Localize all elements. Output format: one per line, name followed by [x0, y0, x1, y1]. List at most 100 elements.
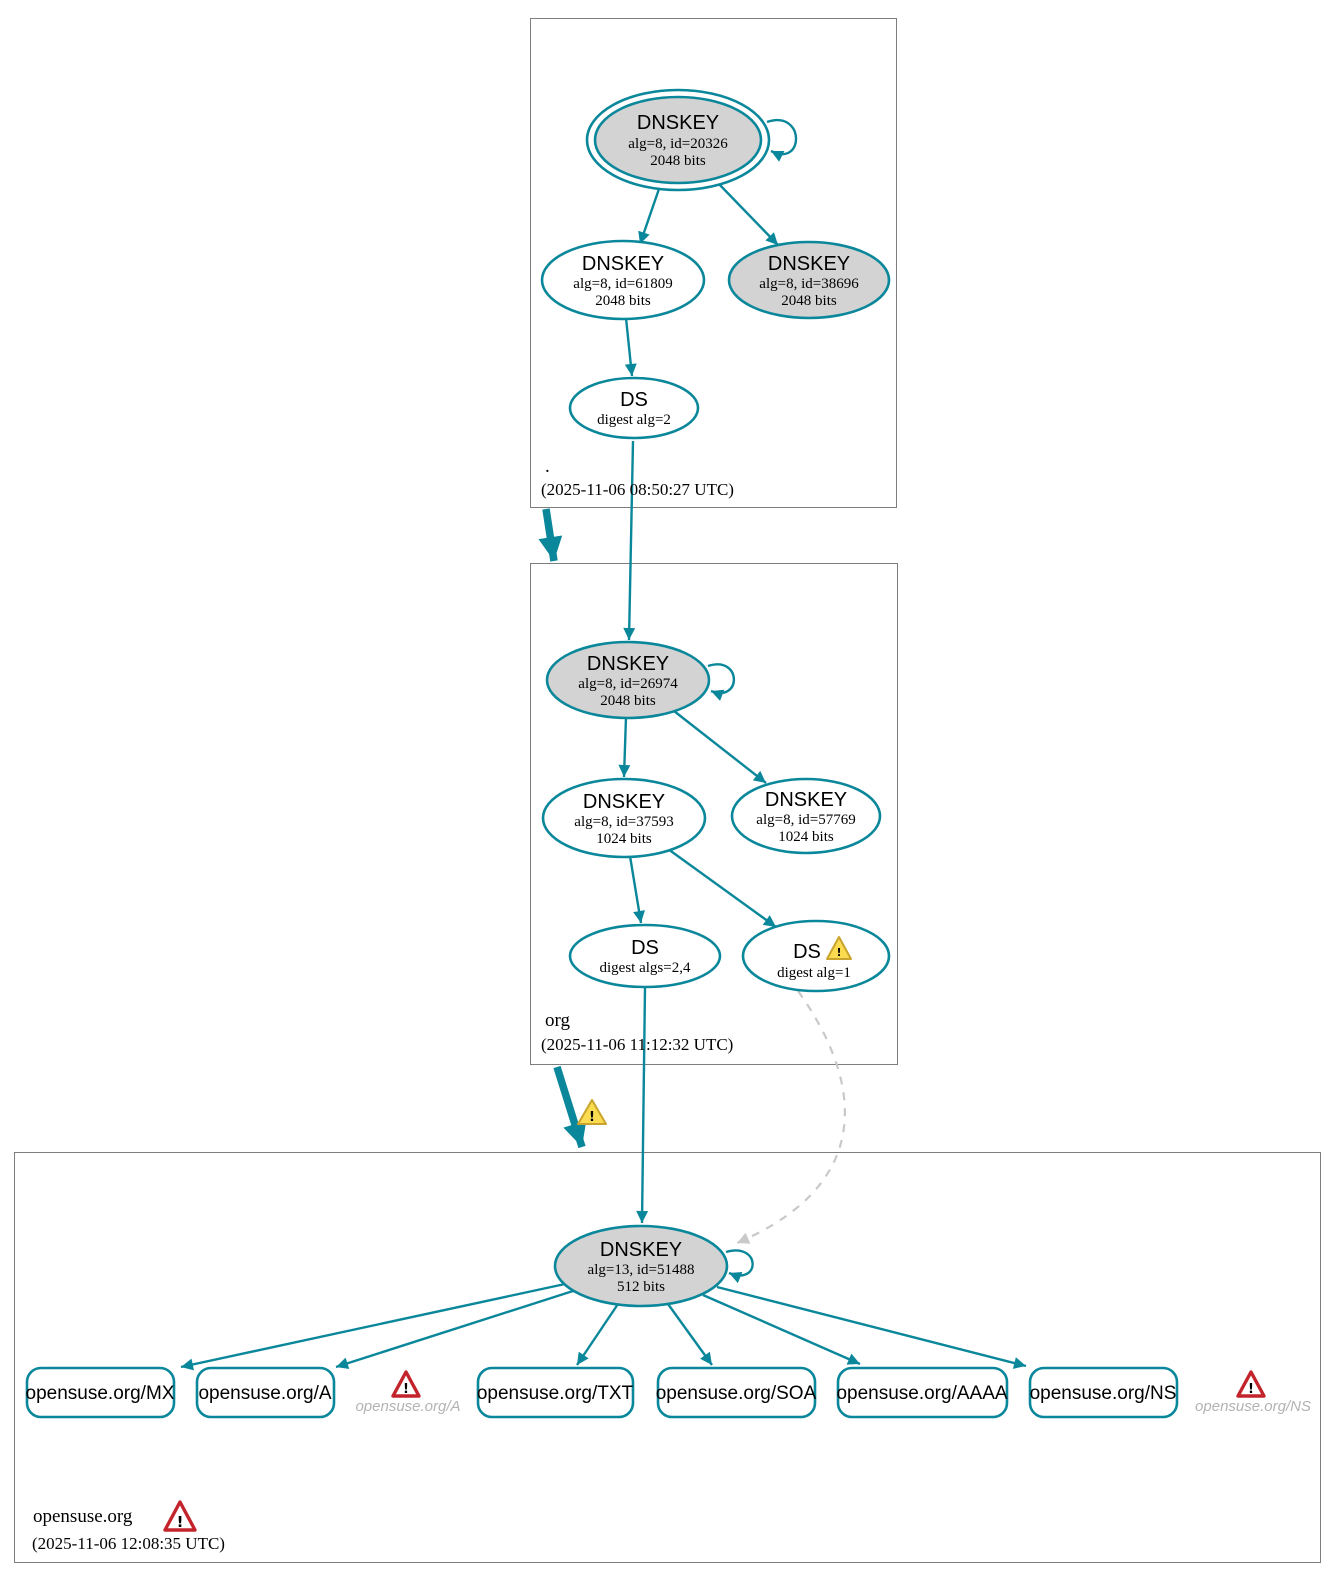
missing-rrset-opensuse-org-a: ! opensuse.org/A: [355, 1370, 461, 1415]
node-dnskey-37593[interactable]: DNSKEY alg=8, id=37593 1024 bits: [541, 777, 707, 859]
rrset-label: opensuse.org/TXT: [477, 1383, 634, 1404]
zone-box-opensuse-org: [14, 1152, 1321, 1563]
rrset-label: opensuse.org/MX: [26, 1383, 175, 1404]
edge-dnskey-51488-to-ns: [716, 1285, 1027, 1369]
rrset-opensuse-org-ns[interactable]: opensuse.org/NS: [1028, 1366, 1179, 1419]
node-title: DS: [631, 937, 659, 959]
node-dnskey-57769[interactable]: DNSKEY alg=8, id=57769 1024 bits: [730, 777, 882, 855]
node-detail: alg=8, id=26974: [578, 676, 678, 692]
node-title: DNSKEY: [587, 653, 669, 675]
node-detail: digest algs=2,4: [600, 960, 691, 976]
rrset-opensuse-org-mx[interactable]: opensuse.org/MX: [25, 1366, 176, 1419]
edge-zone-org-to-opensuse: [553, 1065, 587, 1149]
node-ellipse: [741, 919, 891, 993]
edge-dnskey-37593-to-ds24: [628, 855, 645, 924]
edge-dnskey-20326-to-61809: [638, 185, 662, 245]
edge-dnskey-20326-to-38696: [716, 181, 779, 246]
rrset-opensuse-org-aaaa[interactable]: opensuse.org/AAAA: [836, 1366, 1009, 1419]
warning-glyph: !: [836, 946, 841, 959]
edge-dnskey-51488-selfloop: [725, 1249, 754, 1284]
error-icon-zone: !: [163, 1500, 197, 1532]
warning-triangle: [826, 936, 852, 960]
node-title: DS: [620, 389, 648, 411]
warning-icon: !: [826, 936, 852, 960]
edge-dnskey-37593-to-ds1: [667, 848, 777, 928]
zone-timestamp-opensuse-org: (2025-11-06 12:08:35 UTC): [32, 1534, 225, 1553]
zone-timestamp-root: (2025-11-06 08:50:27 UTC): [541, 480, 734, 499]
node-detail: digest alg=1: [777, 965, 851, 981]
edge-root-ds-to-org-ksk: [623, 440, 636, 641]
node-dnskey-51488[interactable]: DNSKEY alg=13, id=51488 512 bits: [553, 1224, 729, 1308]
error-glyph: !: [177, 1513, 184, 1531]
rrset-label: opensuse.org/A: [198, 1383, 331, 1404]
node-ellipse: [545, 640, 711, 720]
edge-dnskey-51488-to-soa: [667, 1303, 713, 1366]
error-icon: [1236, 1370, 1266, 1398]
node-detail: alg=8, id=37593: [574, 814, 673, 830]
node-detail: 2048 bits: [600, 693, 656, 709]
rrset-box: [25, 1366, 176, 1419]
node-dnskey-20326[interactable]: DNSKEY alg=8, id=20326 2048 bits: [585, 88, 771, 192]
node-title: DNSKEY: [600, 1239, 682, 1261]
node-detail: 2048 bits: [650, 153, 706, 169]
edge-dnskey-26974-to-37593: [618, 716, 631, 778]
node-detail: alg=13, id=51488: [588, 1262, 695, 1278]
node-ellipse: [730, 777, 882, 855]
node-title: DNSKEY: [768, 253, 850, 275]
node-ellipse: [540, 239, 706, 321]
node-detail: alg=8, id=57769: [756, 812, 855, 828]
edge-zone-root-to-org: [538, 508, 563, 562]
node-detail: 2048 bits: [781, 293, 837, 309]
node-ellipse: [568, 376, 700, 440]
node-detail: alg=8, id=20326: [628, 136, 728, 152]
edge-dnskey-51488-to-a: [335, 1289, 574, 1370]
node-detail: alg=8, id=38696: [759, 276, 859, 292]
rrset-label: opensuse.org/AAAA: [836, 1383, 1007, 1404]
missing-rrset-label: opensuse.org/A: [355, 1398, 460, 1415]
warning-triangle: [577, 1099, 607, 1125]
node-title: DNSKEY: [765, 789, 847, 811]
node-ds-org[interactable]: DS digest algs=2,4: [568, 923, 722, 989]
node-detail: alg=8, id=61809: [573, 276, 672, 292]
node-ds-root[interactable]: DS digest alg=2: [568, 376, 700, 440]
error-glyph: !: [1248, 1382, 1254, 1397]
edge-org-ds-warning-to-opensuse-dnskey-dashed: [736, 990, 846, 1245]
rrset-label: opensuse.org/SOA: [656, 1383, 817, 1404]
node-dnskey-61809[interactable]: DNSKEY alg=8, id=61809 2048 bits: [540, 239, 706, 321]
rrset-box: [476, 1366, 635, 1419]
missing-rrset-label: opensuse.org/NS: [1195, 1398, 1311, 1415]
rrset-opensuse-org-soa[interactable]: opensuse.org/SOA: [656, 1366, 817, 1419]
node-detail: 512 bits: [617, 1279, 665, 1295]
zone-box-root: [530, 18, 897, 508]
node-ds-org-warning[interactable]: DS ! digest alg=1: [741, 919, 891, 993]
rrset-opensuse-org-txt[interactable]: opensuse.org/TXT: [476, 1366, 635, 1419]
edge-dnskey-61809-to-ds: [624, 317, 637, 377]
node-title: DNSKEY: [582, 253, 664, 275]
zone-name-opensuse-org: opensuse.org: [33, 1506, 133, 1527]
missing-rrset-opensuse-org-ns: ! opensuse.org/NS: [1195, 1370, 1311, 1415]
rrset-label: opensuse.org/NS: [1030, 1383, 1177, 1404]
node-detail: digest alg=2: [597, 412, 671, 428]
edge-org-ds-to-opensuse-dnskey: [636, 986, 649, 1224]
node-detail: 1024 bits: [596, 831, 652, 847]
node-ellipse: [541, 777, 707, 859]
edge-dnskey-26974-to-57769: [673, 710, 767, 784]
warning-glyph: !: [589, 1110, 595, 1125]
zone-box-org: [530, 563, 898, 1065]
node-ellipse: [727, 240, 891, 320]
error-glyph: !: [403, 1382, 409, 1397]
node-dnskey-26974[interactable]: DNSKEY alg=8, id=26974 2048 bits: [545, 640, 711, 720]
node-dnskey-38696[interactable]: DNSKEY alg=8, id=38696 2048 bits: [727, 240, 891, 320]
rrset-opensuse-org-a[interactable]: opensuse.org/A: [195, 1366, 336, 1419]
rrset-box: [1028, 1366, 1179, 1419]
edge-dnskey-20326-selfloop: [766, 118, 798, 162]
error-icon: [391, 1370, 421, 1398]
node-title: DNSKEY: [583, 791, 665, 813]
node-detail: 2048 bits: [595, 293, 651, 309]
rrset-box: [656, 1366, 817, 1419]
node-ellipse: [553, 1224, 729, 1308]
edge-dnskey-51488-to-mx: [180, 1282, 566, 1371]
node-detail: 1024 bits: [778, 829, 834, 845]
